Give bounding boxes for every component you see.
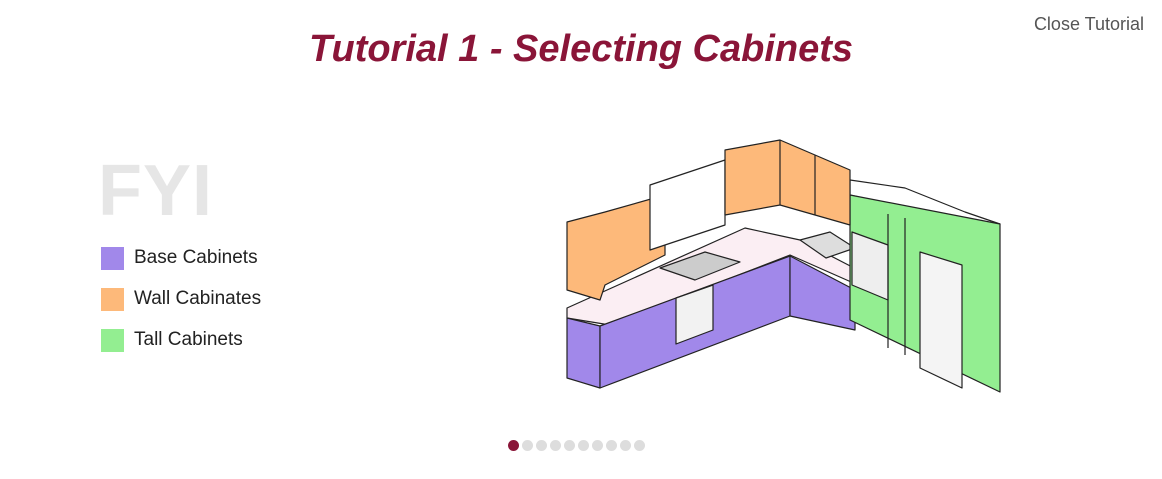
page-dot-6[interactable] bbox=[578, 440, 589, 451]
page-dot-5[interactable] bbox=[564, 440, 575, 451]
legend-label: Base Cabinets bbox=[134, 247, 258, 268]
pagination-dots bbox=[508, 440, 645, 451]
page-dot-10[interactable] bbox=[634, 440, 645, 451]
wall-cabinet-left bbox=[566, 194, 666, 301]
legend-item-base: Base Cabinets bbox=[101, 246, 261, 270]
dishwasher bbox=[675, 284, 714, 345]
base-swatch bbox=[101, 246, 124, 270]
tall-swatch bbox=[101, 328, 124, 352]
close-tutorial-button[interactable]: Close Tutorial bbox=[1033, 14, 1144, 34]
legend-label: Wall Cabinates bbox=[134, 288, 262, 309]
legend-label: Tall Cabinets bbox=[134, 329, 243, 350]
wall-swatch bbox=[101, 287, 124, 311]
base-cabinet-side bbox=[566, 317, 601, 389]
fyi-heading: FYI bbox=[98, 151, 214, 231]
fridge bbox=[919, 251, 963, 389]
legend: Base Cabinets Wall Cabinates Tall Cabine… bbox=[101, 246, 261, 369]
page-dot-4[interactable] bbox=[550, 440, 561, 451]
legend-item-wall: Wall Cabinates bbox=[101, 287, 261, 311]
page-title: Tutorial 1 - Selecting Cabinets bbox=[308, 28, 854, 70]
page-dot-7[interactable] bbox=[592, 440, 603, 451]
kitchen-illustration bbox=[566, 139, 1001, 393]
page-dot-1[interactable] bbox=[508, 440, 519, 451]
page-dot-3[interactable] bbox=[536, 440, 547, 451]
page-dot-8[interactable] bbox=[606, 440, 617, 451]
page-dot-9[interactable] bbox=[620, 440, 631, 451]
legend-item-tall: Tall Cabinets bbox=[101, 328, 261, 352]
sink bbox=[659, 251, 741, 281]
window bbox=[649, 159, 726, 251]
page-dot-2[interactable] bbox=[522, 440, 533, 451]
wall-cabinet-corner bbox=[724, 139, 851, 226]
base-cabinet-right-run bbox=[789, 255, 856, 331]
